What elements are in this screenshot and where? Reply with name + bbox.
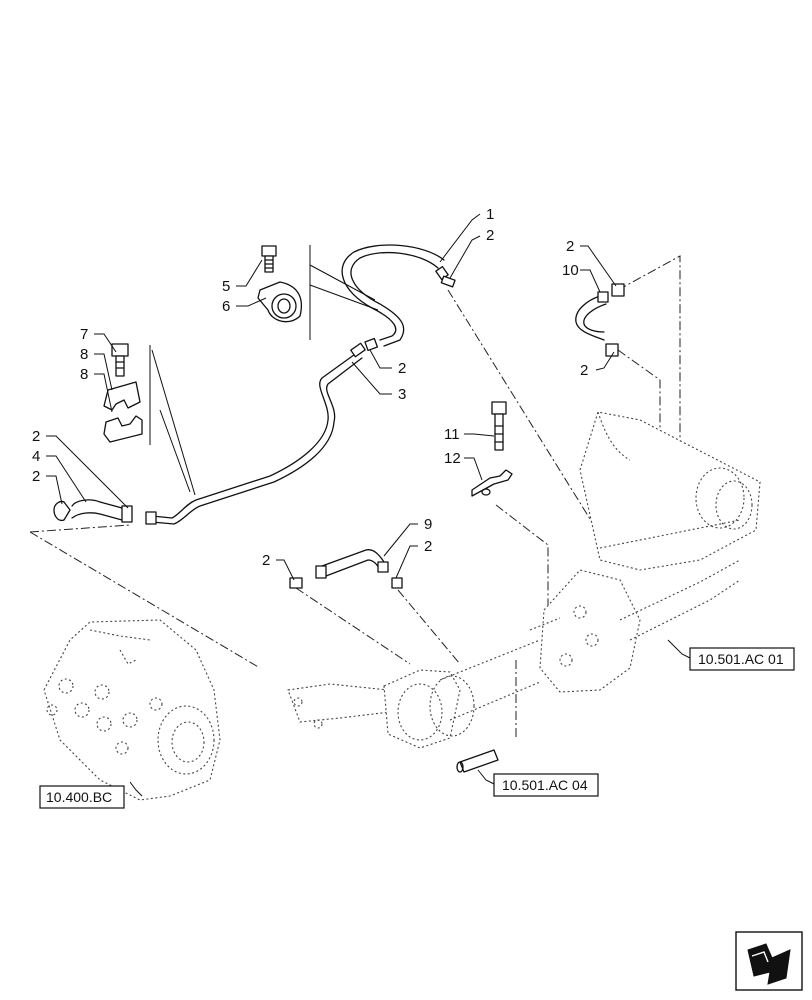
clamp-half-upper-8 <box>103 381 141 411</box>
ref-label: 10.400.BC <box>46 789 112 805</box>
callout-2: 2 <box>398 360 406 377</box>
callout-10: 10 <box>562 262 579 279</box>
ref-label: 10.501.AC 01 <box>698 651 784 667</box>
callout-2: 2 <box>32 468 40 485</box>
callout-6: 6 <box>222 298 230 315</box>
bolt-11 <box>491 401 507 451</box>
ref-label: 10.501.AC 04 <box>502 777 588 793</box>
hose-10 <box>575 283 625 357</box>
callout-2: 2 <box>580 362 588 379</box>
callout-2: 2 <box>486 227 494 244</box>
bolt-7 <box>111 343 129 377</box>
leader-lines <box>46 213 691 797</box>
ref-box-10-501-ac-04[interactable]: 10.501.AC 04 <box>493 773 599 797</box>
callout-12: 12 <box>444 450 461 467</box>
sleeve <box>456 749 499 773</box>
callout-3: 3 <box>398 386 406 403</box>
pipe-1 <box>341 244 456 347</box>
callout-2: 2 <box>262 552 270 569</box>
bracket-12 <box>471 469 513 497</box>
callout-2: 2 <box>566 238 574 255</box>
next-page-arrow-icon[interactable] <box>735 931 803 991</box>
callout-4: 4 <box>32 448 40 465</box>
callout-8: 8 <box>80 366 88 383</box>
callout-9: 9 <box>424 516 432 533</box>
callout-11: 11 <box>444 426 460 443</box>
callout-2: 2 <box>32 428 40 445</box>
pipe-3 <box>145 337 379 525</box>
callout-1: 1 <box>486 206 494 223</box>
ref-box-10-400-bc[interactable]: 10.400.BC <box>39 785 125 809</box>
callout-2: 2 <box>424 538 432 555</box>
pump-ghost <box>43 619 221 801</box>
callout-5: 5 <box>222 278 230 295</box>
bolt-5 <box>261 245 277 273</box>
hose-4 <box>53 499 133 523</box>
callout-labels: 1 2 2 3 5 6 7 8 8 2 4 2 2 10 2 2 9 2 11 … <box>32 206 588 569</box>
callout-7: 7 <box>80 326 88 343</box>
hose-9 <box>289 549 403 589</box>
section-hatch <box>149 245 379 496</box>
clamp-half-lower-8 <box>103 415 143 443</box>
clamp-6 <box>257 281 303 323</box>
ref-box-10-501-ac-01[interactable]: 10.501.AC 01 <box>689 647 795 671</box>
egr-tube-ghost <box>287 639 541 749</box>
callout-8: 8 <box>80 346 88 363</box>
egr-cooler-ghost <box>529 411 761 693</box>
